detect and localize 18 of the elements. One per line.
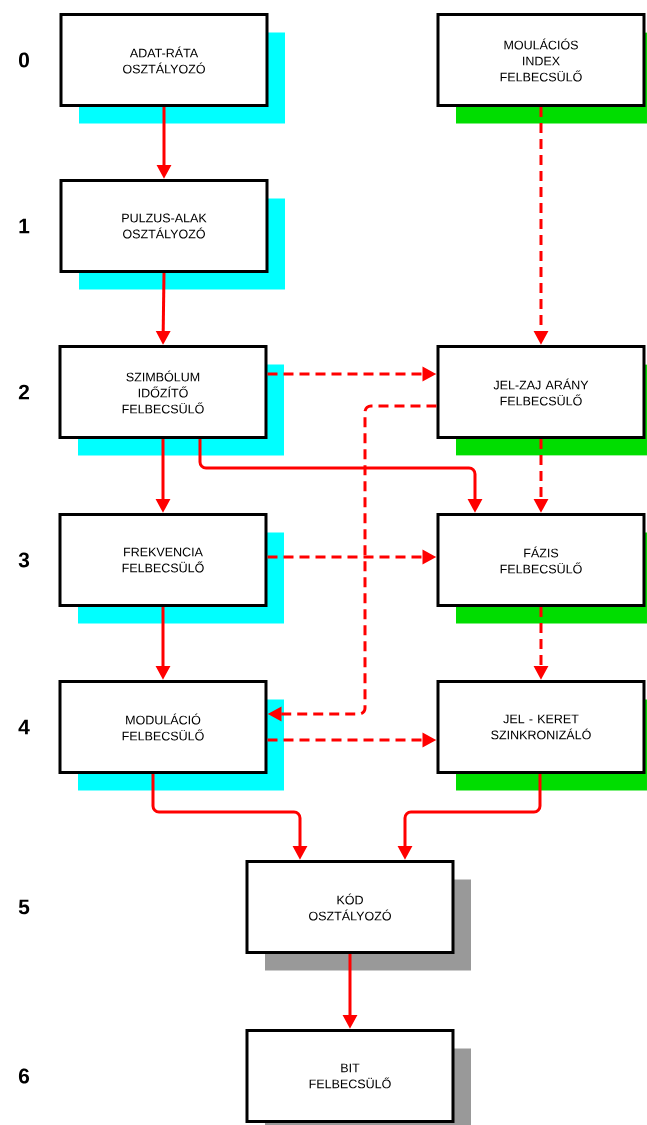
process-box: ADAT-RÁTA OSZTÁLYOZÓ: [59, 13, 285, 124]
row-number: 1: [19, 218, 30, 234]
process-box: PULZUS-ALAK OSZTÁLYOZÓ: [59, 179, 285, 290]
process-box: KÓD OSZTÁLYOZÓ: [245, 860, 471, 971]
process-box: MOULÁCIÓS INDEX FELBECSÜLŐ: [436, 13, 647, 124]
process-box: JEL-ZAJ ARÁNY FELBECSÜLŐ: [436, 345, 647, 456]
process-box: FREKVENCIA FELBECSÜLŐ: [58, 513, 284, 624]
process-box: MODULÁCIÓ FELBECSÜLŐ: [58, 680, 284, 791]
process-box: JEL - KERET SZINKRONIZÁLÓ: [436, 680, 647, 791]
process-box: SZIMBÓLUM IDŐZÍTŐ FELBECSÜLŐ: [58, 345, 284, 456]
row-number: 4: [18, 719, 30, 735]
row-number: 0: [19, 52, 29, 68]
row-number: 2: [18, 384, 29, 400]
row-number: 3: [18, 552, 30, 568]
row-number: 5: [18, 899, 30, 915]
process-box: BIT FELBECSÜLŐ: [245, 1029, 471, 1125]
row-number: 6: [18, 1068, 30, 1084]
process-box: FÁZIS FELBECSÜLŐ: [436, 513, 647, 624]
